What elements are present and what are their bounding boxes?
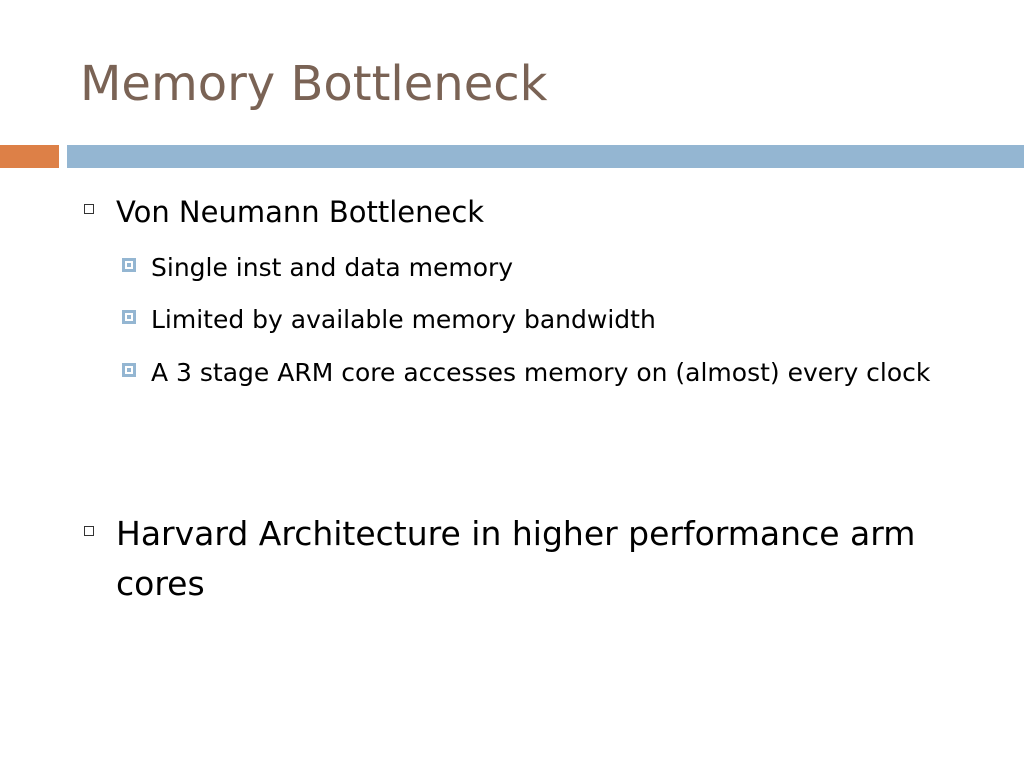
sub-bullet-item: Limited by available memory bandwidth	[122, 298, 982, 342]
title-accent-bar-orange	[0, 145, 59, 168]
bullet-item: Harvard Architecture in higher performan…	[80, 509, 940, 609]
sub-bullet-text: A 3 stage ARM core accesses memory on (a…	[151, 358, 931, 387]
sub-bullet-text: Limited by available memory bandwidth	[151, 305, 656, 334]
bullet-text: Von Neumann Bottleneck	[116, 195, 485, 229]
hollow-square-icon	[84, 526, 94, 536]
filled-square-icon	[122, 310, 136, 324]
filled-square-icon	[122, 258, 136, 272]
slide-title: Memory Bottleneck	[80, 56, 548, 112]
hollow-square-icon	[84, 204, 94, 214]
bullet-text: Harvard Architecture in higher performan…	[116, 514, 916, 603]
bullet-item: Von Neumann Bottleneck	[80, 190, 940, 234]
title-accent-bar-blue	[67, 145, 1024, 168]
sub-bullet-item: Single inst and data memory	[122, 246, 982, 290]
sub-bullet-text: Single inst and data memory	[151, 253, 514, 282]
sub-bullet-item: A 3 stage ARM core accesses memory on (a…	[122, 351, 982, 395]
filled-square-icon	[122, 363, 136, 377]
